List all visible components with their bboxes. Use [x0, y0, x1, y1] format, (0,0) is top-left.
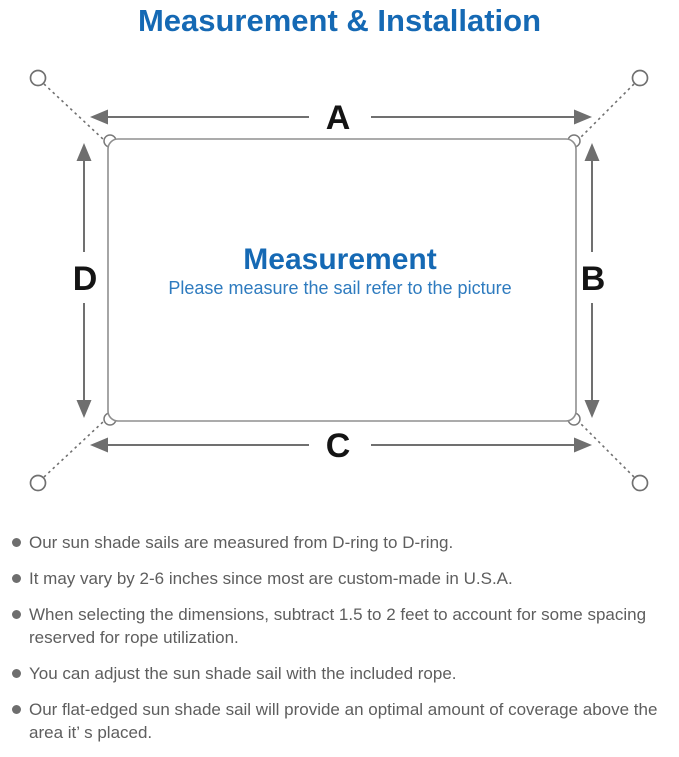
list-item: You can adjust the sun shade sail with t… [0, 662, 679, 685]
rope-line-bottom-left [43, 420, 105, 478]
anchor-ring-top-left-icon [29, 69, 47, 87]
measurement-diagram: A C D B Measurement Please measure the s… [29, 69, 649, 492]
notes-list: Our sun shade sails are measured from D-… [0, 531, 679, 757]
dim-d-arrowhead-up-icon [76, 143, 92, 161]
dim-a-arrowhead-left-icon [90, 109, 108, 125]
bullet-icon [12, 538, 21, 547]
list-item: Our sun shade sails are measured from D-… [0, 531, 679, 554]
list-item: It may vary by 2-6 inches since most are… [0, 567, 679, 590]
note-text: When selecting the dimensions, subtract … [29, 605, 647, 647]
page-title: Measurement & Installation [137, 3, 542, 38]
bullet-icon [12, 669, 21, 678]
dim-b-arrowhead-down-icon [584, 400, 600, 418]
list-item: Our flat-edged sun shade sail will provi… [0, 698, 679, 744]
note-text: You can adjust the sun shade sail with t… [29, 664, 457, 683]
diagram-center-title: Measurement [243, 243, 436, 276]
rope-line-top-right [577, 83, 635, 141]
bullet-icon [12, 705, 21, 714]
dim-d-arrowhead-down-icon [76, 400, 92, 418]
dim-b-arrowhead-up-icon [584, 143, 600, 161]
note-text: Our sun shade sails are measured from D-… [29, 533, 454, 552]
dim-label-a: A [326, 99, 351, 137]
dim-a-arrowhead-right-icon [574, 109, 592, 125]
anchor-ring-bottom-right-icon [631, 474, 649, 492]
rope-line-top-left [43, 83, 105, 141]
shade-sail-rect [107, 138, 577, 422]
diagram-center-subtitle: Please measure the sail refer to the pic… [168, 278, 511, 298]
anchor-ring-bottom-left-icon [29, 474, 47, 492]
list-item: When selecting the dimensions, subtract … [0, 603, 679, 649]
anchor-ring-top-right-icon [631, 69, 649, 87]
dim-c-arrowhead-right-icon [574, 437, 592, 453]
bullet-icon [12, 574, 21, 583]
rope-line-bottom-right [577, 420, 635, 478]
dim-label-c: C [326, 427, 351, 465]
dim-c-arrowhead-left-icon [90, 437, 108, 453]
note-text: Our flat-edged sun shade sail will provi… [29, 700, 658, 742]
note-text: It may vary by 2-6 inches since most are… [29, 569, 513, 588]
dim-label-d: D [73, 260, 98, 298]
bullet-icon [12, 610, 21, 619]
dim-label-b: B [581, 260, 606, 298]
